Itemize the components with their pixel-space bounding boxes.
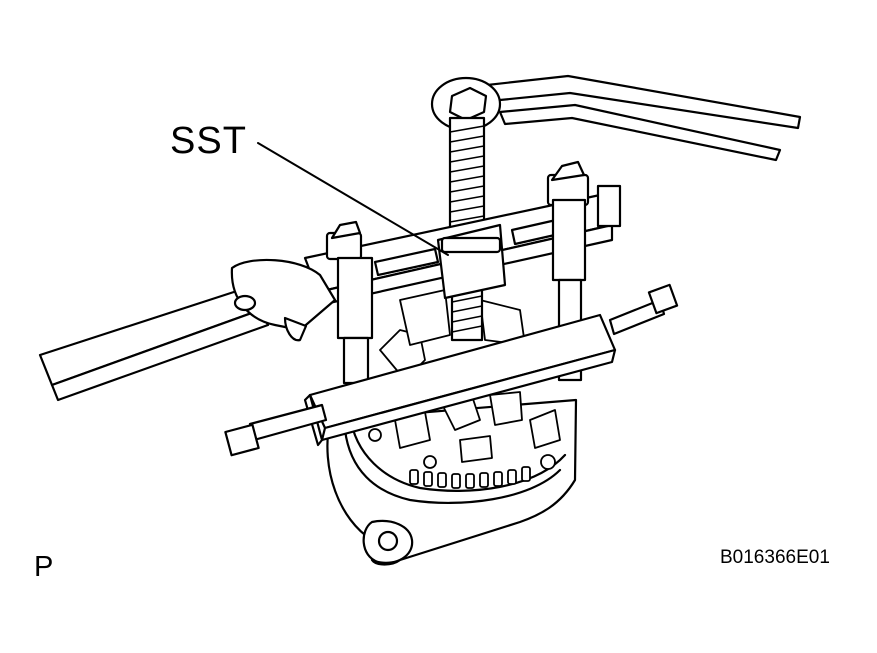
corner-mark: P	[34, 551, 54, 583]
sst-leader-line	[257, 142, 449, 256]
adjustable-wrench	[38, 258, 337, 402]
sst-callout-label: SST	[170, 120, 247, 162]
puller-crossbar	[303, 193, 614, 307]
clamp-bolt-left	[224, 403, 328, 457]
clamp-bolt-right	[608, 283, 679, 336]
top-handle-wrench	[430, 74, 802, 162]
figure-code: B016366E01	[720, 547, 830, 568]
vent-slots	[409, 466, 531, 489]
alternator	[326, 289, 578, 566]
left-leg	[325, 220, 374, 385]
